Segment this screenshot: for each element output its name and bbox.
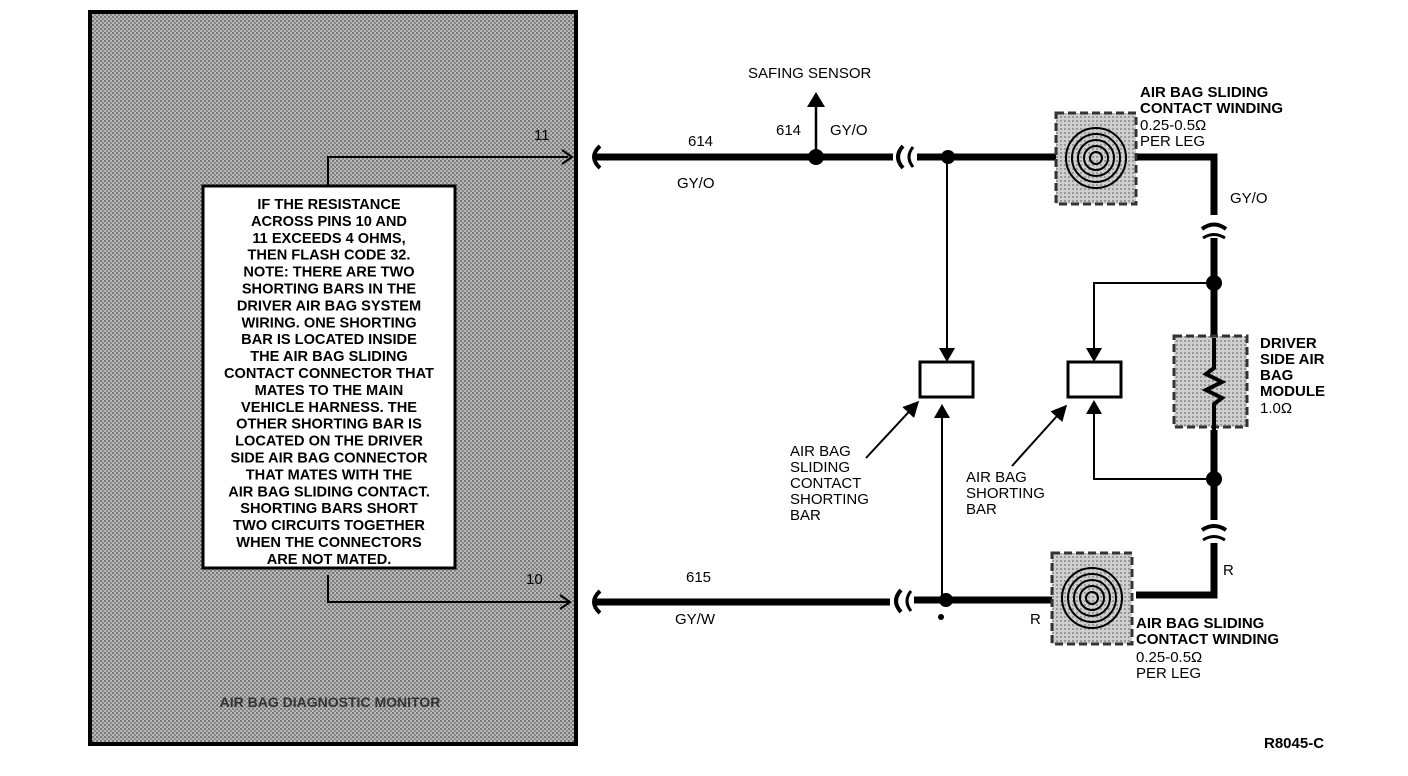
note-line: WIRING. ONE SHORTING (241, 315, 416, 331)
svg-text:AIR BAG: AIR BAG (790, 443, 851, 460)
winding-top (1054, 111, 1138, 206)
note-line: CONTACT CONNECTOR THAT (224, 366, 434, 382)
contact-shorting-bar-label: AIR BAG SLIDING CONTACT SHORTING BAR (790, 443, 869, 524)
note-line: AIR BAG SLIDING CONTACT. (228, 484, 430, 500)
winding-bottom (1050, 551, 1134, 646)
contact-shorting-bar (918, 360, 975, 399)
figure-id: R8045-C (1264, 735, 1324, 752)
splices (808, 149, 1222, 620)
note-line: THAT MATES WITH THE (246, 467, 413, 483)
note-line: SHORTING BARS SHORT (240, 501, 418, 517)
svg-text:PER LEG: PER LEG (1140, 133, 1205, 150)
winding-top-label: AIR BAG SLIDING CONTACT WINDING 0.25-0.5… (1140, 84, 1283, 150)
safing-splice (808, 149, 824, 165)
svg-text:BAR: BAR (790, 507, 821, 524)
note-line: LOCATED ON THE DRIVER (235, 434, 423, 450)
note-line: IF THE RESISTANCE (257, 197, 401, 213)
pin-11-label: 11 (534, 127, 550, 144)
right-bottom-wire-color: R (1223, 562, 1234, 579)
safing-circuit-number: 614 (776, 122, 801, 139)
module-shorting-bar (1066, 360, 1123, 399)
note-line: BAR IS LOCATED INSIDE (241, 332, 417, 348)
note-line: THE AIR BAG SLIDING (250, 349, 408, 365)
wire-615-color: GY/W (675, 611, 716, 628)
svg-text:AIR BAG: AIR BAG (966, 469, 1027, 486)
svg-text:MODULE: MODULE (1260, 383, 1325, 400)
svg-text:SHORTING: SHORTING (790, 491, 869, 508)
svg-text:0.25-0.5Ω: 0.25-0.5Ω (1136, 649, 1202, 666)
pin-10-label: 10 (526, 571, 543, 588)
wire-614-color: GY/O (677, 175, 715, 192)
note-line: NOTE: THERE ARE TWO (243, 265, 414, 281)
svg-text:DRIVER: DRIVER (1260, 335, 1317, 352)
svg-text:AIR BAG SLIDING: AIR BAG SLIDING (1136, 615, 1264, 632)
svg-text:SHORTING: SHORTING (966, 485, 1045, 502)
note-line: DRIVER AIR BAG SYSTEM (237, 298, 421, 314)
note-line: VEHICLE HARNESS. THE (241, 400, 417, 416)
wires (592, 92, 1228, 615)
svg-text:0.25-0.5Ω: 0.25-0.5Ω (1140, 117, 1206, 134)
svg-text:BAG: BAG (1260, 367, 1293, 384)
svg-text:SIDE AIR: SIDE AIR (1260, 351, 1325, 368)
svg-text:AIR BAG SLIDING: AIR BAG SLIDING (1140, 84, 1268, 101)
svg-text:CONTACT: CONTACT (790, 475, 861, 492)
note-line: ACROSS PINS 10 AND (251, 214, 407, 230)
note-line: MATES TO THE MAIN (255, 383, 404, 399)
note-line: TWO CIRCUITS TOGETHER (233, 518, 425, 534)
note-line: WHEN THE CONNECTORS (236, 535, 422, 551)
wire-615-number: 615 (686, 569, 711, 586)
svg-text:SLIDING: SLIDING (790, 459, 850, 476)
note-line: ARE NOT MATED. (267, 552, 392, 568)
right-top-wire-color: GY/O (1230, 190, 1268, 207)
safing-circuit-color: GY/O (830, 122, 868, 139)
svg-text:1.0Ω: 1.0Ω (1260, 400, 1292, 417)
note-line: OTHER SHORTING BAR IS (236, 417, 422, 433)
note-line: 11 EXCEEDS 4 OHMS, (252, 231, 405, 247)
svg-text:CONTACT WINDING: CONTACT WINDING (1140, 100, 1283, 117)
winding-bottom-wire-color: R (1030, 611, 1041, 628)
module-label: DRIVER SIDE AIR BAG MODULE 1.0Ω (1260, 335, 1325, 417)
svg-text:BAR: BAR (966, 501, 997, 518)
winding-bottom-label: AIR BAG SLIDING CONTACT WINDING 0.25-0.5… (1136, 615, 1279, 682)
shorting-bar-label: AIR BAG SHORTING BAR (966, 469, 1045, 518)
safing-sensor-label: SAFING SENSOR (748, 65, 872, 82)
svg-text:PER LEG: PER LEG (1136, 665, 1201, 682)
note-line: THEN FLASH CODE 32. (248, 248, 411, 264)
note-line: SHORTING BARS IN THE (242, 282, 417, 298)
svg-text:CONTACT WINDING: CONTACT WINDING (1136, 631, 1279, 648)
note-line: SIDE AIR BAG CONNECTOR (230, 451, 427, 467)
monitor-title: AIR BAG DIAGNOSTIC MONITOR (220, 694, 441, 710)
wire-614-number: 614 (688, 133, 713, 150)
air-bag-module (1172, 334, 1249, 430)
note-box (201, 184, 457, 570)
